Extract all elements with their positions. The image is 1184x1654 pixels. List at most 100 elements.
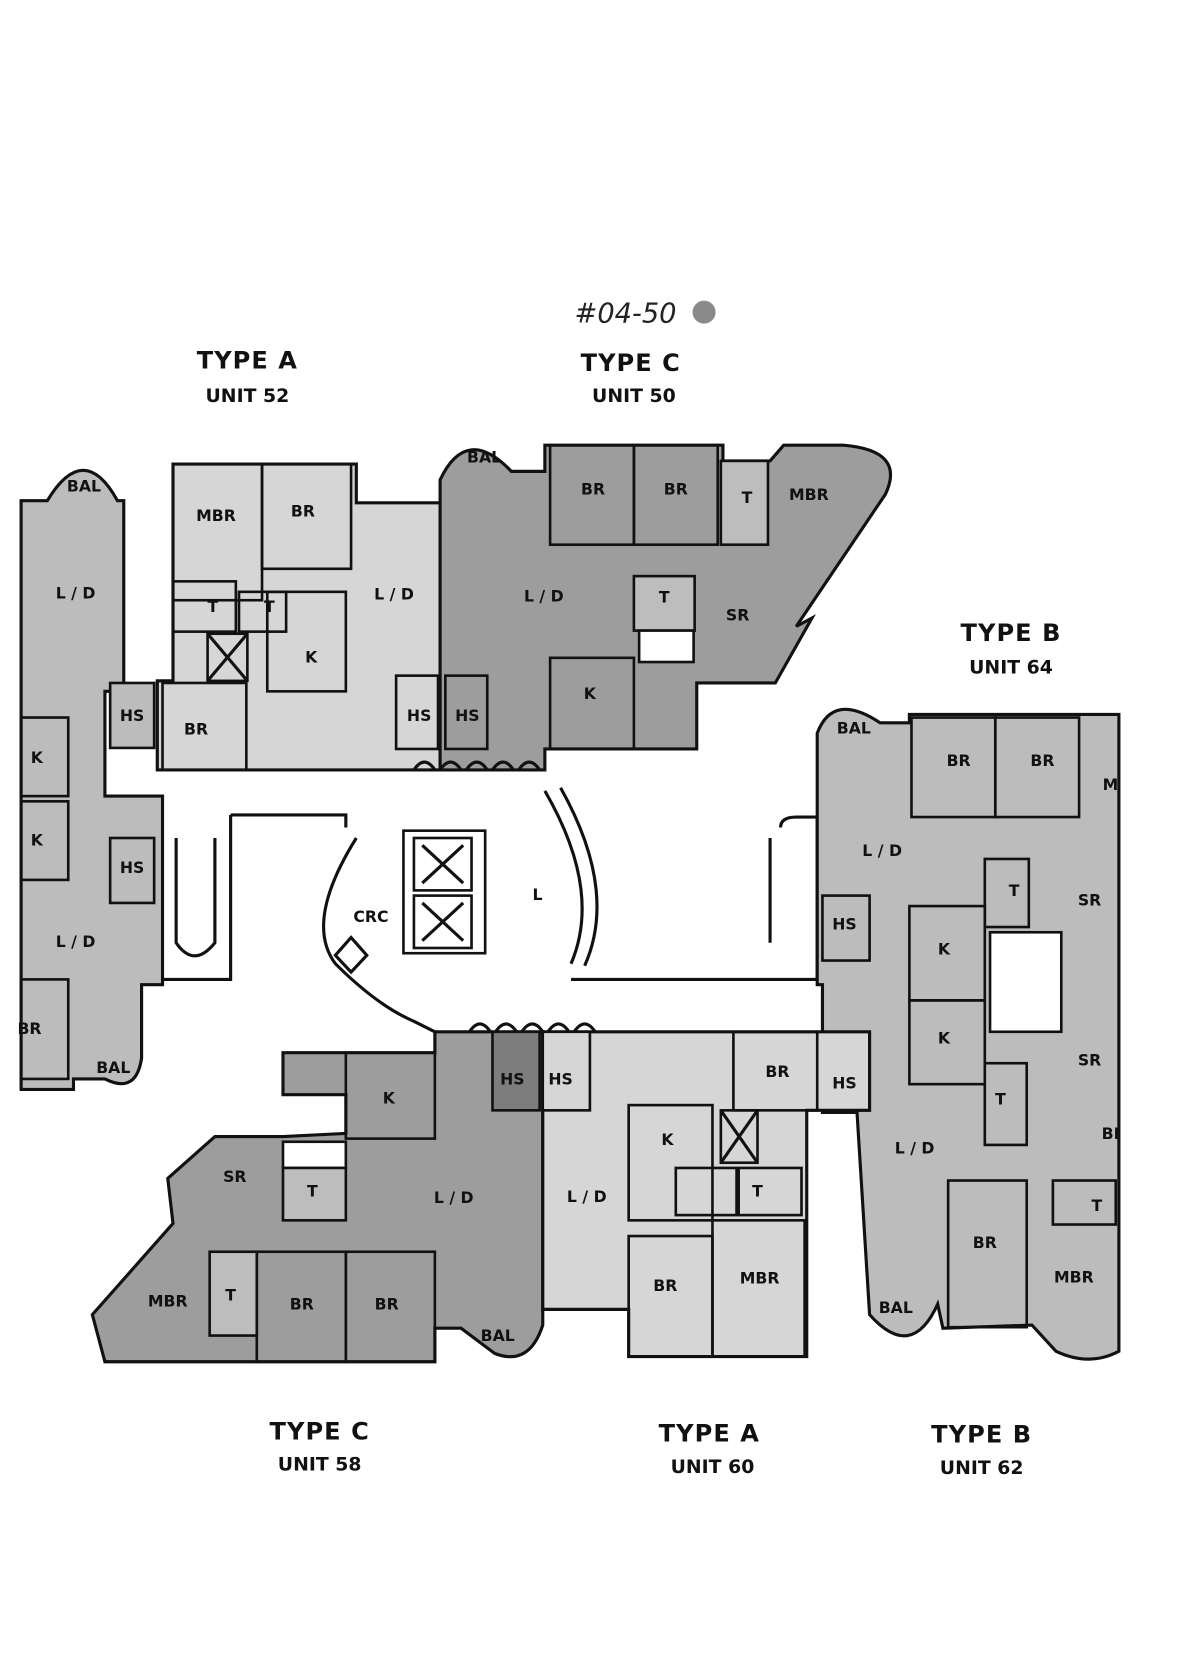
room-label: T [207,597,218,616]
room-label: K [305,647,318,666]
room-outline [711,1219,806,1358]
room-label: T [995,1089,1006,1108]
room-label: BR [581,480,605,499]
room-label: BAL [67,477,101,496]
room-label: BI [1102,1124,1120,1143]
elevator-1 [412,836,473,892]
room-outline [161,681,248,772]
room-label: T [225,1285,236,1304]
room-outline [732,1030,819,1112]
shaft-cross [206,632,249,682]
lobby-curved-screen [543,786,599,967]
room-labels-left: BAL L / D HS K K HS L / D BR BAL [17,477,144,1077]
room-label: L / D [862,841,902,860]
room-label: SR [726,605,749,624]
room-label: MBR [196,506,236,525]
core-wall [162,814,233,981]
shaft-cross [719,1109,759,1164]
room-label: BR [291,502,315,521]
room-label: K [584,684,597,703]
room-label: BR [653,1276,677,1295]
room-outline [19,716,70,798]
room-outline [444,674,489,751]
room-label: K [661,1130,674,1149]
unit-type-label: TYPE A [197,347,298,375]
room-outline [108,681,156,750]
unit-number-label: UNIT 60 [671,1457,755,1478]
room-label: BR [184,720,208,739]
room-label: MBR [740,1268,780,1287]
room-label: SR [1078,890,1101,909]
room-label: K [31,748,44,767]
room-labels-unit-60: BR HS K T L / D BR MBR [567,1062,857,1295]
room-label: T [659,588,670,607]
room-outline [19,978,70,1081]
room-label: T [1092,1196,1103,1215]
room-outline [821,894,871,962]
room-label: SR [223,1167,246,1186]
room-label: HS [455,706,479,725]
room-outline [988,930,1063,1034]
room-outline [19,800,70,882]
room-outline [237,590,288,633]
room-outline [946,1179,1029,1329]
unit-type-label: TYPE B [961,619,1062,647]
room-outline [719,459,770,547]
room-label: L / D [895,1139,935,1158]
room-label: CRC [353,907,388,926]
room-outline [344,1051,437,1140]
unit-number-label: UNIT 52 [206,386,290,407]
room-label: HS [832,914,856,933]
room-labels-core: CRC L [353,885,542,926]
room-outline [541,1030,592,1112]
room-label: BR [664,480,688,499]
room-outline [108,836,156,905]
room-label: BR [947,751,971,770]
room-label: T [307,1182,318,1201]
room-labels-unit-64: BAL BR BR M L / D T SR HS K K SR L / D T… [832,719,1119,1317]
room-label: BAL [96,1058,130,1077]
unit-type-label: TYPE B [931,1420,1032,1448]
unit-number-label: UNIT 62 [940,1458,1024,1479]
room-label: T [1009,881,1020,900]
room-label: K [383,1088,396,1107]
room-outline [344,1250,437,1364]
room-label: HS [548,1069,572,1088]
unit-number-label: UNIT 50 [592,386,676,407]
crc-diamond-icon [333,935,369,975]
room-outline [265,590,348,693]
elevator-2 [412,894,473,950]
room-outline [908,999,987,1086]
room-outline [260,462,353,571]
room-label: BAL [467,447,501,466]
room-label: BR [765,1062,789,1081]
room-labels-unit-58: K HS HS SR T L / D T MBR BR BR BAL [148,1069,573,1345]
room-label: MBR [148,1292,188,1311]
room-label: K [938,940,951,959]
unit-left-partial [19,469,165,1091]
room-label: BAL [837,719,871,738]
room-label: BR [290,1295,314,1314]
elevator-cross-icon [421,844,465,885]
room-outline [719,1109,759,1165]
room-label: L / D [567,1187,607,1206]
room-label: L / D [56,583,96,602]
room-outline [281,1166,348,1222]
room-label: L / D [524,587,564,606]
unit-60 [541,1030,872,1359]
room-label: L [533,885,543,904]
room-label: BR [375,1295,399,1314]
room-label: HS [120,706,144,725]
room-label: K [938,1029,951,1048]
room-label: BR [17,1019,41,1038]
room-outline [993,716,1081,819]
room-label: BR [973,1233,997,1252]
unit-type-label: TYPE C [270,1417,370,1445]
room-outline [627,1103,714,1222]
room-label: SR [1078,1051,1101,1070]
room-label: T [752,1182,763,1201]
room-label: T [264,597,275,616]
core-wall [230,813,348,828]
room-label: BAL [879,1298,913,1317]
